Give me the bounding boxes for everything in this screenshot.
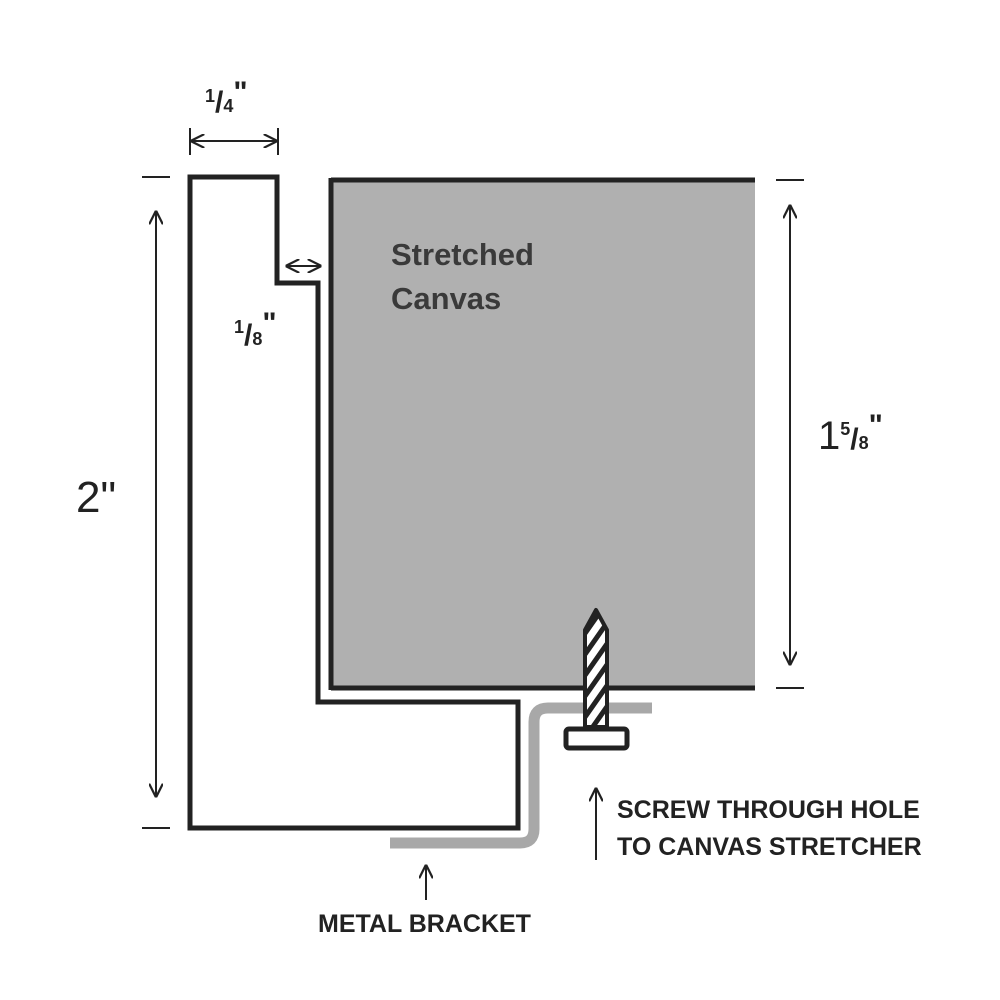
frame-depth-label: 2" xyxy=(76,473,116,522)
screw xyxy=(563,608,630,751)
top-width-label: 1/4" xyxy=(205,76,248,119)
gap-label: 1/8" xyxy=(234,307,277,352)
canvas-label-line1: Stretched xyxy=(391,237,534,272)
canvas-label-line2: Canvas xyxy=(391,281,501,316)
screw-callout-line2: TO CANVAS STRETCHER xyxy=(617,833,922,861)
stretched-canvas xyxy=(331,180,755,688)
canvas-depth-label: 15/8" xyxy=(818,409,883,458)
bracket-callout-label: METAL BRACKET xyxy=(318,910,531,938)
metal-bracket xyxy=(390,702,652,849)
screw-callout-line1: SCREW THROUGH HOLE xyxy=(617,796,920,824)
frame-profile xyxy=(187,174,521,831)
